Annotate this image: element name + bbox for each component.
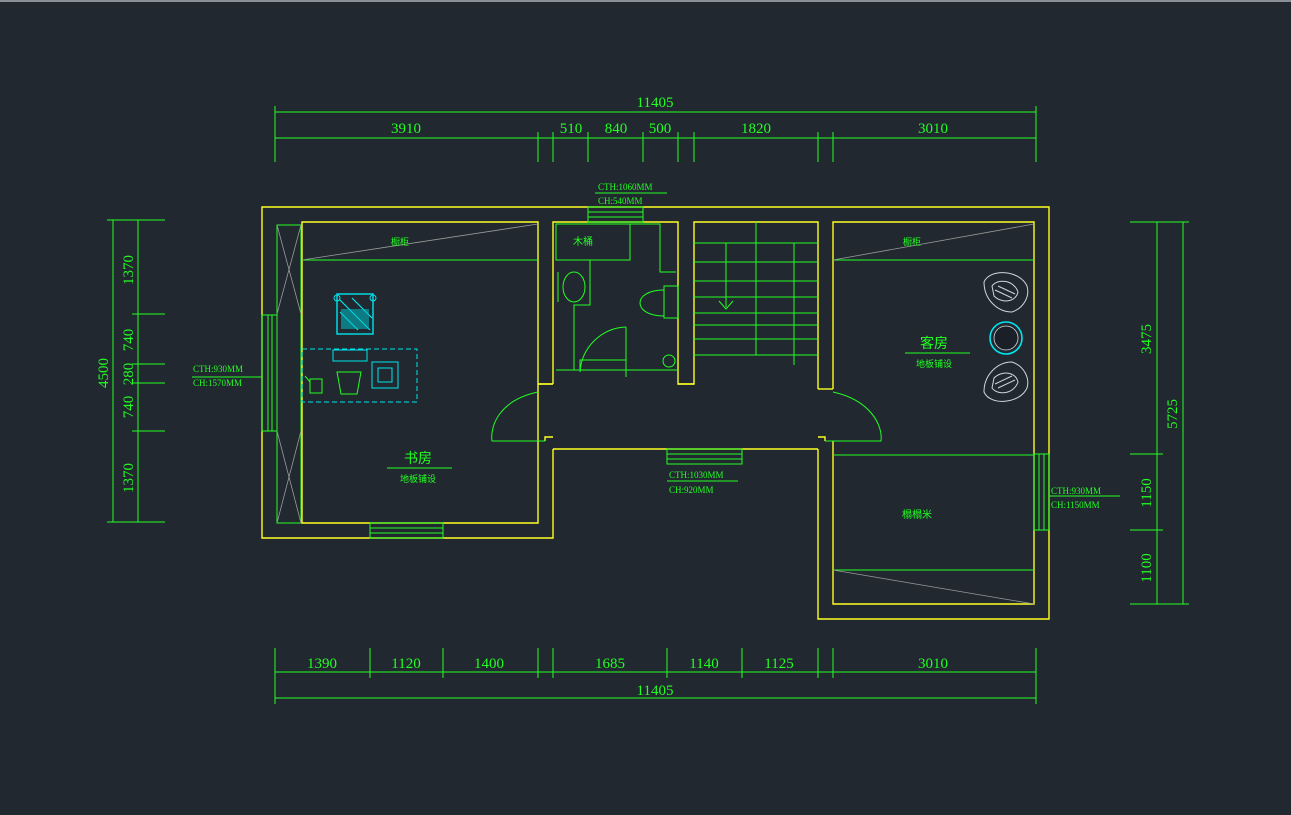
- right-dimension-2: 1150: [1139, 478, 1155, 507]
- middle-window-width-note: CTH:1030MM: [669, 470, 724, 480]
- left-window-height-note: CH:1570MM: [193, 378, 242, 388]
- left-dimension-chain: [107, 219, 165, 523]
- tatami-label: 榻榻米: [902, 508, 932, 521]
- right-dimension-1: 3475: [1139, 324, 1155, 354]
- left-dimension-3: 280: [121, 363, 137, 386]
- right-outer-dimension: 5725: [1165, 399, 1181, 429]
- study-cabinet-label: 橱柜: [391, 236, 409, 248]
- left-dimension-4: 740: [121, 396, 137, 419]
- study-room-name: 书房: [404, 451, 432, 467]
- study-small-stool-icon: [304, 371, 362, 395]
- left-dimension-2: 740: [121, 329, 137, 352]
- guest-floor-note: 地板铺设: [916, 358, 952, 370]
- middle-window-height-note: CH:920MM: [669, 485, 714, 495]
- left-dimension-1: 1370: [121, 255, 137, 285]
- top-dimension-chain: [274, 106, 1037, 162]
- guest-cabinet-label: 橱柜: [903, 236, 921, 248]
- top-dimension-6: 3010: [918, 121, 948, 137]
- bottom-dimension-4: 1685: [595, 656, 625, 672]
- bottom-dimension-7: 3010: [918, 656, 948, 672]
- interior-lines: [192, 192, 1120, 571]
- guest-side-table-icon: [989, 321, 1023, 355]
- bottom-dimension-1: 1390: [307, 656, 337, 672]
- bottom-dimension-6: 1125: [764, 656, 793, 672]
- guest-armchair-top-icon: [983, 272, 1029, 313]
- study-desk: [301, 348, 418, 403]
- walls: [261, 206, 1050, 620]
- study-floor-note: 地板铺设: [400, 473, 436, 485]
- top-window-width-note: CTH:1060MM: [598, 182, 653, 192]
- bath-tub-label: 木桶: [573, 235, 593, 248]
- right-window-height-note: CH:1150MM: [1051, 500, 1100, 510]
- bottom-dimension-3: 1400: [474, 656, 504, 672]
- left-total-dimension: 4500: [96, 358, 112, 388]
- left-dimension-5: 1370: [121, 463, 137, 493]
- top-total-dimension: 11405: [637, 95, 674, 111]
- top-dimension-4: 500: [649, 121, 672, 137]
- top-window-height-note: CH:540MM: [598, 196, 643, 206]
- left-window-width-note: CTH:930MM: [193, 364, 243, 374]
- guest-room-name: 客房: [920, 335, 948, 352]
- bottom-total-dimension: 11405: [637, 683, 674, 699]
- top-dimension-3: 840: [605, 121, 628, 137]
- top-dimension-1: 3910: [391, 121, 421, 137]
- study-chair-icon: [333, 293, 377, 335]
- bottom-dimension-5: 1140: [689, 656, 718, 672]
- bottom-dimension-2: 1120: [391, 656, 420, 672]
- right-window-width-note: CTH:930MM: [1051, 486, 1101, 496]
- top-dimension-2: 510: [560, 121, 583, 137]
- bottom-dimension-chain: [274, 648, 1037, 704]
- right-dimension-chain: [1130, 221, 1189, 605]
- top-dimension-5: 1820: [741, 121, 771, 137]
- guest-armchair-bottom-icon: [983, 361, 1029, 402]
- right-dimension-3: 1100: [1139, 553, 1155, 582]
- cabinet-diagonals: [276, 223, 1035, 605]
